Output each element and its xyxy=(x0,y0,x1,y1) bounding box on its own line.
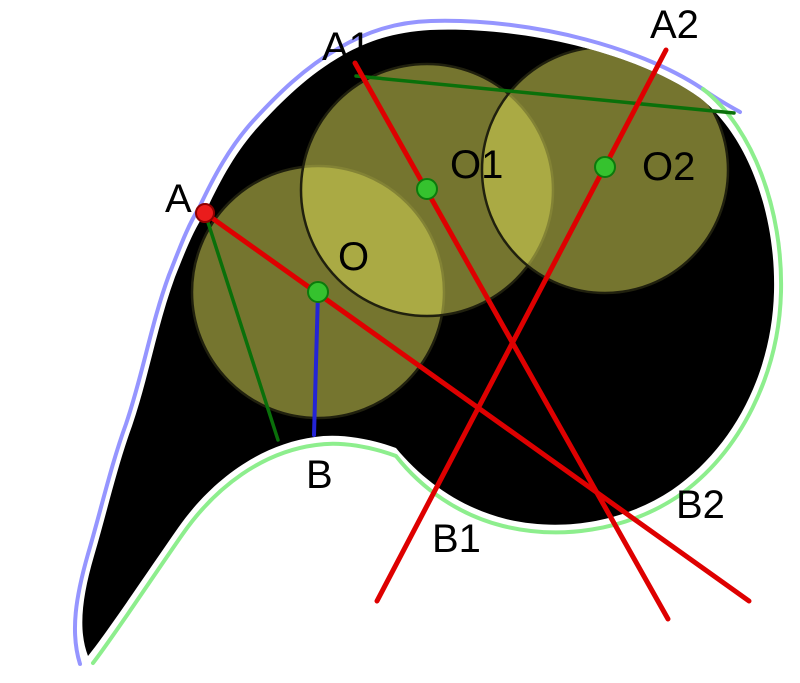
upper-boundary-curve xyxy=(72,18,742,666)
label-O: O xyxy=(338,235,369,279)
label-A2: A2 xyxy=(650,3,699,47)
point-O1 xyxy=(416,178,438,200)
label-B1: B1 xyxy=(432,517,481,561)
lower-boundary-curve xyxy=(91,87,784,665)
top-tangent-line xyxy=(354,74,736,115)
chord-A-line xyxy=(203,211,280,442)
label-O2: O2 xyxy=(642,145,695,189)
point-O xyxy=(307,281,329,303)
label-O1: O1 xyxy=(450,143,503,187)
point-A xyxy=(195,203,215,223)
label-A: A xyxy=(165,177,192,221)
point-O2 xyxy=(594,156,616,178)
normal-line-A2-O2 xyxy=(374,47,669,604)
radius-O-B-line xyxy=(312,290,320,437)
label-A1: A1 xyxy=(322,25,371,69)
label-B: B xyxy=(306,453,333,497)
label-B2: B2 xyxy=(676,483,725,527)
